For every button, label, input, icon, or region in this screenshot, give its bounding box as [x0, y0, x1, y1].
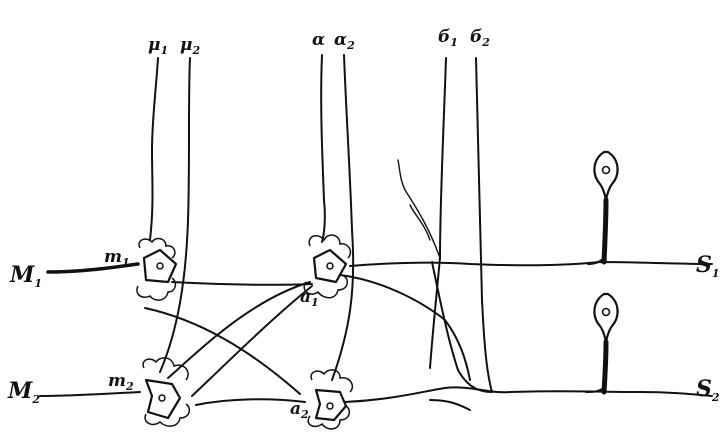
fiber-alpha: [320, 54, 326, 243]
conn-a1-loop: [431, 261, 493, 393]
label-b2: б2: [470, 27, 490, 49]
conn-m2-a1: [167, 281, 311, 379]
fiber-mu2: [159, 57, 191, 373]
conn-m1-a1: [171, 281, 313, 286]
fiber-b1: [429, 57, 447, 369]
conn-a1-m2: [191, 285, 313, 397]
fiber-b2: [475, 57, 493, 393]
conn-a1-right: [339, 274, 471, 381]
sensory-cell-lower: [585, 292, 619, 395]
neuron-a2: [307, 369, 354, 430]
neuron-m1: [136, 237, 178, 301]
line-M2-input: [39, 391, 141, 397]
label-M2: M2: [7, 378, 40, 406]
line-S2-tail: [429, 399, 471, 411]
fiber-b1-branch: [397, 159, 441, 259]
label-a1: a1: [300, 287, 319, 309]
label-alpha2: α2: [334, 30, 355, 52]
line-S1-upper: [349, 261, 713, 267]
neuron-m2: [142, 357, 191, 427]
label-m2: m2: [108, 371, 134, 393]
label-alpha: α: [312, 30, 325, 50]
label-mu2: μ2: [180, 35, 200, 57]
conn-m1-a2: [144, 307, 301, 395]
label-a2: a2: [290, 399, 309, 421]
fiber-alpha2: [331, 54, 355, 381]
label-b1: б1: [438, 27, 458, 49]
conn-m2-a2: [195, 398, 306, 406]
neuron-a1: [303, 234, 352, 299]
label-S2: S2: [696, 376, 720, 404]
line-M1-input: [46, 262, 140, 274]
label-M1: M1: [9, 262, 42, 290]
line-S2-lower: [344, 386, 713, 403]
label-mu1: μ1: [148, 35, 168, 57]
label-m1: m1: [104, 247, 130, 269]
fiber-b1-branch2: [409, 204, 431, 241]
label-S1: S1: [696, 252, 720, 280]
fiber-mu1: [149, 57, 159, 241]
sensory-cell-upper: [587, 150, 619, 265]
